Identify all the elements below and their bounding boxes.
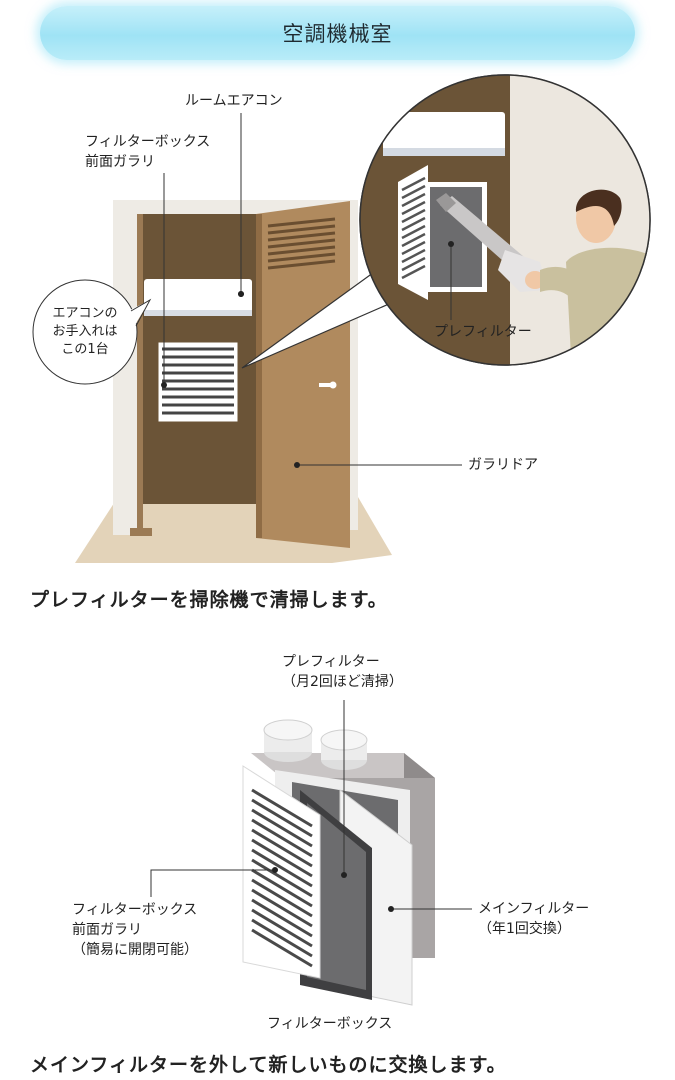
label-prefilter: プレフィルター （月2回ほど清掃） bbox=[282, 652, 403, 692]
label-room-aircon: ルームエアコン bbox=[185, 93, 283, 109]
label-main-filter: メインフィルター （年1回交換） bbox=[478, 899, 589, 939]
label-filterbox-grille: フィルターボックス 前面ガラリ bbox=[85, 132, 210, 172]
bubble-line1: エアコンの bbox=[52, 306, 118, 321]
grille-slats bbox=[162, 347, 234, 415]
label-main-filter-line2: （年1回交換） bbox=[478, 921, 571, 937]
label-main-filter-line1: メインフィルター bbox=[478, 901, 590, 917]
label-front-grille-line2: 前面ガラリ bbox=[72, 922, 142, 938]
door-handle bbox=[319, 383, 333, 387]
bubble-line3: この1台 bbox=[61, 342, 109, 357]
caption-step1: プレフィルターを掃除機で清掃します。 bbox=[30, 589, 388, 611]
label-filterbox-grille-line1: フィルターボックス bbox=[85, 134, 211, 150]
door-louver bbox=[267, 217, 336, 270]
label-front-grille-line3: （簡易に開閉可能） bbox=[72, 942, 198, 958]
label-prefilter-zoom: プレフィルター bbox=[434, 324, 532, 340]
label-front-grille: フィルターボックス 前面ガラリ （簡易に開閉可能） bbox=[72, 900, 198, 960]
label-louver-door: ガラリドア bbox=[468, 457, 538, 473]
section-title: 空調機械室 bbox=[40, 6, 635, 60]
label-prefilter-line2: （月2回ほど清掃） bbox=[282, 674, 403, 690]
label-prefilter-line1: プレフィルター bbox=[282, 654, 380, 670]
bubble-text: エアコンの お手入れは この1台 bbox=[40, 305, 130, 359]
speech-bubble bbox=[32, 279, 138, 385]
label-front-grille-line1: フィルターボックス bbox=[72, 902, 198, 918]
zoom-aircon bbox=[383, 112, 505, 152]
room-aircon bbox=[144, 279, 252, 315]
person-body bbox=[566, 247, 650, 365]
bubble-line2: お手入れは bbox=[52, 324, 118, 339]
label-filterbox-grille-line2: 前面ガラリ bbox=[85, 154, 155, 170]
caption-step2: メインフィルターを外して新しいものに交換します。 bbox=[30, 1054, 507, 1076]
label-filter-box: フィルターボックス bbox=[267, 1016, 393, 1032]
person-hair bbox=[575, 189, 622, 226]
louver-door bbox=[256, 201, 350, 548]
